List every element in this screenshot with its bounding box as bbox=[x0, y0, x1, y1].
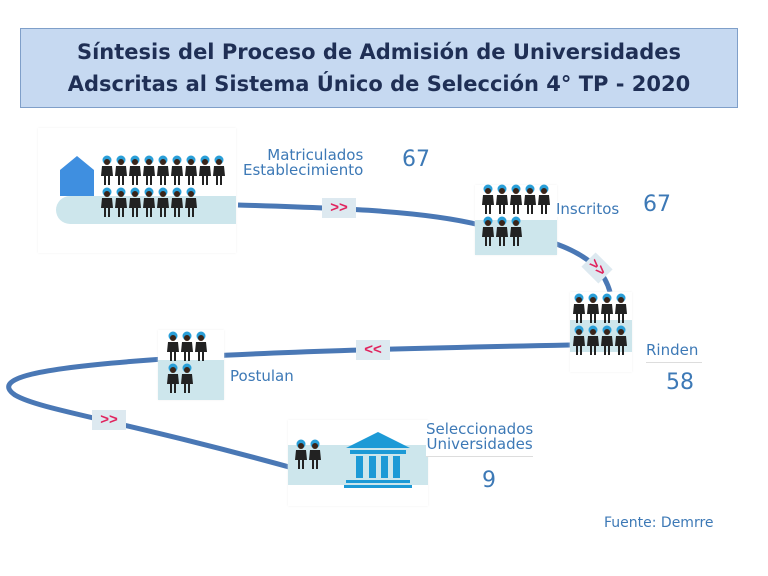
rinden-card bbox=[570, 292, 632, 372]
student-icon bbox=[212, 155, 226, 190]
student-icon bbox=[586, 293, 600, 328]
student-icon bbox=[614, 293, 628, 328]
student-icon bbox=[170, 155, 184, 190]
title-box: Síntesis del Proceso de Admisión de Univ… bbox=[20, 28, 738, 108]
student-icon bbox=[537, 184, 551, 219]
student-icon bbox=[198, 155, 212, 190]
matriculados-value: 67 bbox=[402, 147, 430, 172]
student-icon bbox=[194, 331, 208, 366]
student-icon bbox=[509, 216, 523, 251]
rinden-value: 58 bbox=[666, 370, 694, 395]
student-icon bbox=[170, 187, 184, 222]
forward-arrow-1: >> bbox=[322, 198, 356, 218]
student-icon bbox=[114, 155, 128, 190]
source-note: Fuente: Demrre bbox=[604, 515, 714, 531]
student-icon bbox=[572, 293, 586, 328]
student-icon bbox=[509, 184, 523, 219]
student-icon bbox=[600, 293, 614, 328]
student-icon bbox=[166, 363, 180, 398]
student-icon bbox=[180, 363, 194, 398]
title-line-2: Adscritas al Sistema Único de Selección … bbox=[67, 72, 691, 96]
student-icon bbox=[142, 187, 156, 222]
seleccionados-card bbox=[288, 420, 428, 506]
student-icon bbox=[100, 155, 114, 190]
student-icon bbox=[128, 187, 142, 222]
student-icon bbox=[600, 325, 614, 360]
student-icon bbox=[184, 155, 198, 190]
student-icon bbox=[586, 325, 600, 360]
student-icon bbox=[572, 325, 586, 360]
student-icon bbox=[495, 216, 509, 251]
students-pair-icon bbox=[294, 439, 330, 474]
student-icon bbox=[156, 155, 170, 190]
student-icon bbox=[523, 184, 537, 219]
matriculados-card bbox=[38, 128, 236, 253]
student-icon bbox=[294, 439, 308, 474]
student-icon bbox=[184, 187, 198, 222]
student-icon bbox=[180, 331, 194, 366]
student-icon bbox=[614, 325, 628, 360]
inscritos-label: Inscritos bbox=[556, 200, 620, 218]
student-icon bbox=[114, 187, 128, 222]
student-icon bbox=[128, 155, 142, 190]
inscritos-card bbox=[475, 184, 557, 255]
forward-arrow-3: >> bbox=[92, 410, 126, 430]
students-group-icon bbox=[100, 155, 230, 222]
seleccionados-value: 9 bbox=[482, 468, 496, 493]
student-icon bbox=[100, 187, 114, 222]
student-icon bbox=[156, 187, 170, 222]
postulan-card bbox=[158, 330, 224, 400]
student-icon bbox=[142, 155, 156, 190]
student-icon bbox=[308, 439, 322, 474]
rinden-label: Rinden bbox=[646, 343, 703, 363]
inscritos-value: 67 bbox=[643, 192, 671, 217]
students-group-icon bbox=[166, 331, 216, 398]
university-building-icon bbox=[344, 432, 412, 488]
student-icon bbox=[495, 184, 509, 219]
postulan-label: Postulan bbox=[230, 367, 294, 385]
students-group-icon bbox=[481, 184, 551, 251]
title-line-1: Síntesis del Proceso de Admisión de Univ… bbox=[76, 40, 682, 64]
back-arrow: << bbox=[356, 340, 390, 360]
student-icon bbox=[481, 216, 495, 251]
student-icon bbox=[481, 184, 495, 219]
student-icon bbox=[166, 331, 180, 366]
students-group-icon bbox=[572, 293, 628, 360]
